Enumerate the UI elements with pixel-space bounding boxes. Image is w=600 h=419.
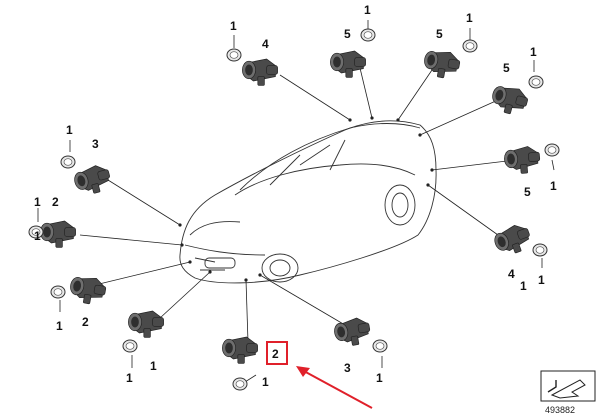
callout-c12: 5	[524, 185, 531, 199]
callout-c11: 3	[92, 137, 99, 151]
callout-c23: 1	[376, 371, 383, 385]
callout-c16: 1	[538, 273, 545, 287]
callout-c14: 1	[34, 229, 41, 243]
doc-number-box: 493882	[540, 370, 596, 415]
callout-c7: 1	[530, 45, 537, 59]
callout-numbers: 1 4 1 5 1 5 1 5 1 1 3 5 1 1 2 1 1 2 4 1 …	[34, 3, 557, 389]
highlight-box	[266, 341, 288, 365]
callout-c18: 2	[82, 315, 89, 329]
callout-c1: 1	[230, 19, 237, 33]
sensor-parts	[39, 47, 542, 364]
callout-c19: 4	[508, 267, 515, 281]
seal-rings	[28, 28, 560, 391]
callout-c10: 1	[66, 123, 73, 137]
callout-c21: 1	[150, 359, 157, 373]
callout-c24: 1	[262, 375, 269, 389]
callout-c2: 4	[262, 37, 269, 51]
highlight-arrow-head	[296, 366, 310, 377]
arrow-pointer-icon	[547, 379, 586, 399]
callout-c25: 2	[272, 347, 279, 361]
callout-c26: 1	[520, 279, 527, 293]
callout-c8: 5	[503, 61, 510, 75]
callout-c20: 1	[126, 371, 133, 385]
callout-c22: 3	[344, 361, 351, 375]
callout-c13: 1	[34, 195, 41, 209]
highlight-arrow	[301, 369, 373, 409]
callout-c15: 2	[52, 195, 59, 209]
car-outline	[179, 120, 437, 284]
leader-lines	[37, 20, 555, 383]
callout-c6: 5	[436, 27, 443, 41]
callout-c3: 1	[364, 3, 371, 17]
highlight-annotation	[266, 341, 373, 409]
callout-c9: 1	[550, 179, 557, 193]
callout-c4: 5	[344, 27, 351, 41]
doc-number: 493882	[545, 405, 575, 415]
callout-c17: 1	[56, 319, 63, 333]
callout-c5: 1	[466, 11, 473, 25]
